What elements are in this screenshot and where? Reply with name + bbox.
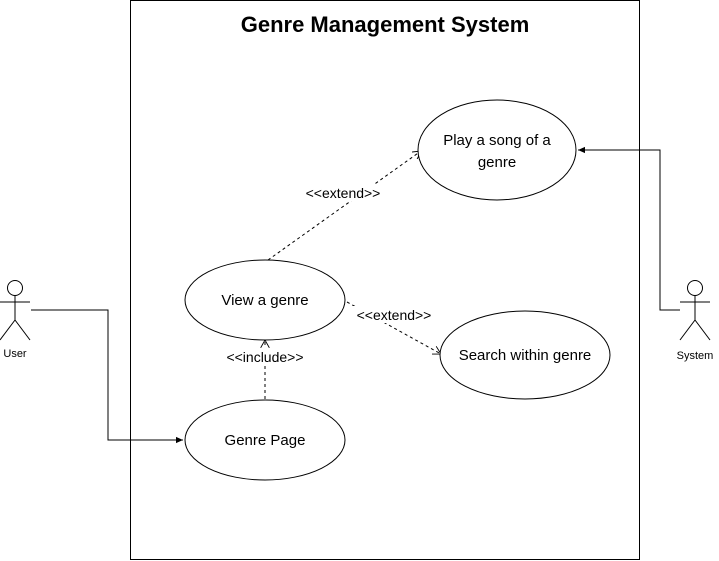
actor-system-leg-right <box>694 319 711 341</box>
use-case-genre-page[interactable] <box>184 399 346 481</box>
actor-system[interactable] <box>679 280 711 341</box>
include-view-label: <<include>> <box>226 349 303 365</box>
use-case-view-genre-label: View a genre <box>221 292 308 309</box>
extend-search-label-bg <box>350 306 438 323</box>
include-view-label-bg <box>219 348 311 365</box>
extend-play-label-bg <box>299 184 387 201</box>
actor-system-label: System <box>677 350 714 362</box>
system-association-line <box>578 146 680 311</box>
user-association-line <box>31 309 183 444</box>
extend-play-label: <<extend>> <box>306 185 381 201</box>
actor-user[interactable] <box>0 280 31 341</box>
use-case-search-genre[interactable] <box>439 310 611 400</box>
use-case-play-song-label-line1: Play a song of a <box>443 132 551 149</box>
actor-system-leg-left <box>679 319 696 341</box>
actor-user-label: User <box>3 348 27 360</box>
actor-system-head <box>687 280 703 296</box>
use-case-play-song-label-line2: genre <box>478 154 516 171</box>
use-case-search-genre-label: Search within genre <box>459 347 592 364</box>
actor-user-leg-right <box>14 319 31 341</box>
system-boundary <box>130 0 640 560</box>
system-title: Genre Management System <box>241 12 530 37</box>
extend-search-label: <<extend>> <box>357 307 432 323</box>
actor-user-leg-left <box>0 319 16 341</box>
use-case-play-song[interactable] <box>417 99 577 201</box>
use-case-view-genre[interactable] <box>184 259 346 341</box>
extend-play-line <box>267 151 421 261</box>
actor-user-head <box>7 280 23 296</box>
use-case-genre-page-label: Genre Page <box>225 432 306 449</box>
